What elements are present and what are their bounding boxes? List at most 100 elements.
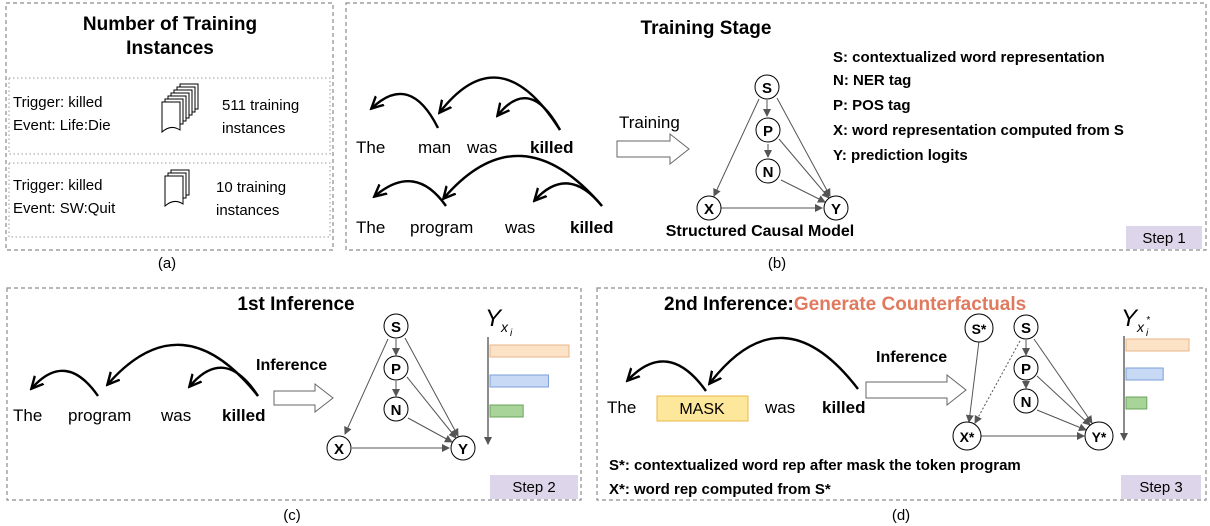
logit-label-main: Y	[485, 305, 503, 332]
panel-c: 1st Inference The program was killed Inf…	[6, 287, 582, 501]
logit-bar	[489, 374, 549, 388]
dependency-arc	[108, 343, 259, 397]
node-p	[383, 355, 409, 381]
dependency-arc	[710, 336, 859, 390]
sentence2-word-2: program	[410, 218, 473, 237]
logit-bars	[1125, 338, 1190, 410]
node-s	[754, 74, 780, 100]
step-badge	[490, 475, 578, 499]
node-y	[823, 195, 849, 221]
dependency-arc	[375, 180, 447, 207]
node-n-label: N	[391, 402, 402, 419]
logit-label: Y x i *	[1121, 305, 1151, 339]
logit-bar	[1125, 338, 1190, 352]
edge-n-y	[407, 417, 453, 443]
edge-s-y	[776, 97, 831, 197]
dependency-arc	[32, 369, 99, 397]
node-n-label: N	[763, 164, 774, 181]
node-x	[696, 195, 722, 221]
node-n	[755, 158, 781, 184]
legend-item-s-star: S*: contextualized word rep after mask t…	[609, 457, 1021, 474]
edge-sstar-xstar	[965, 340, 980, 423]
instance-row-1	[8, 77, 331, 155]
panel-d-title: 2nd Inference:Generate Counterfactuals	[664, 294, 1026, 315]
logit-label-sup: *	[1146, 315, 1151, 326]
row2-count: 10 training	[216, 179, 286, 196]
step-badge-label: Step 2	[512, 479, 555, 496]
sentence-c-trigger: killed	[222, 406, 265, 425]
panel-a-frame	[5, 2, 334, 251]
sentence2-word-1: The	[356, 218, 385, 237]
panel-d-frame	[596, 287, 1207, 501]
logit-label-subsub: i	[510, 328, 513, 339]
legend-item-x-star: X*: word rep computed from S*	[609, 481, 831, 498]
row2-event: Event: SW:Quit	[13, 200, 116, 217]
node-s-star	[964, 313, 994, 343]
node-y	[450, 435, 476, 461]
node-x	[326, 435, 352, 461]
caption-a: (a)	[158, 255, 176, 272]
node-s-label: S	[762, 80, 772, 97]
caption-c: (c)	[283, 507, 301, 524]
node-s-label: S	[391, 319, 401, 336]
logit-label-subsub: i	[1146, 328, 1149, 339]
legend-item-n: N: NER tag	[833, 72, 911, 89]
dependency-arc	[498, 97, 562, 131]
sentence1-trigger: killed	[530, 138, 573, 157]
dependency-arc	[444, 154, 603, 207]
step-badge-label: Step 1	[1142, 230, 1185, 247]
step-badge	[1126, 226, 1202, 249]
row1-count: 511 training	[222, 97, 299, 114]
node-p-label: P	[1021, 361, 1031, 378]
node-y-star-label: Y*	[1092, 429, 1107, 445]
row1-count-unit: instances	[222, 120, 285, 137]
sentence2-trigger: killed	[570, 218, 613, 237]
row1-event: Event: Life:Die	[13, 117, 111, 134]
logit-bar	[1125, 367, 1164, 381]
node-n	[1013, 388, 1039, 414]
edge-s-x	[713, 98, 760, 197]
edge-p-ystar	[1036, 375, 1091, 426]
legend-item-x: X: word representation computed from S	[833, 122, 1124, 139]
sentence2-word-3: was	[504, 218, 535, 237]
legend-item-y: Y: prediction logits	[833, 147, 968, 164]
node-s	[383, 313, 409, 339]
node-x-label: X	[704, 201, 714, 218]
row2-trigger: Trigger: killed	[13, 177, 102, 194]
node-p	[755, 117, 781, 143]
mask-token-box	[656, 395, 749, 422]
node-p	[1013, 355, 1039, 381]
sentence-d-mask: MASK	[679, 401, 725, 418]
node-y-star	[1084, 421, 1114, 451]
panel-a: Number of Training Instances Trigger: ki…	[5, 2, 334, 251]
panel-a-title-line1: Number of Training	[83, 14, 257, 35]
panel-c-title: 1st Inference	[237, 294, 354, 315]
logit-label-sub: x	[500, 319, 509, 335]
logit-bar	[489, 344, 570, 358]
node-x-label: X	[334, 441, 344, 458]
panel-b-frame	[345, 2, 1207, 251]
legend-item-s: S: contextualized word representation	[833, 49, 1105, 66]
inference-arrow-icon	[273, 382, 334, 414]
node-y-label: Y	[831, 201, 841, 218]
caption-b: (b)	[768, 255, 786, 272]
edge-s-y	[404, 337, 459, 437]
panel-a-title-line2: Instances	[126, 38, 214, 59]
row2-count-unit: instances	[216, 202, 279, 219]
dependency-arc	[535, 182, 603, 207]
training-arrow-label: Training	[619, 113, 680, 132]
dependency-arc	[628, 360, 707, 392]
stacked-documents-icon	[164, 169, 190, 208]
legend-item-p: P: POS tag	[833, 97, 911, 114]
node-s-star-label: S*	[972, 321, 987, 337]
edge-p-y	[778, 138, 830, 199]
sentence-d-trigger: killed	[822, 398, 865, 417]
inference-arrow-icon	[865, 373, 967, 407]
caption-d: (d)	[892, 507, 910, 524]
logit-bars	[489, 344, 570, 418]
logit-bar	[1125, 396, 1148, 410]
dependency-arc	[190, 366, 260, 397]
inference-arrow-label: Inference	[876, 349, 947, 366]
node-s	[1013, 314, 1039, 340]
